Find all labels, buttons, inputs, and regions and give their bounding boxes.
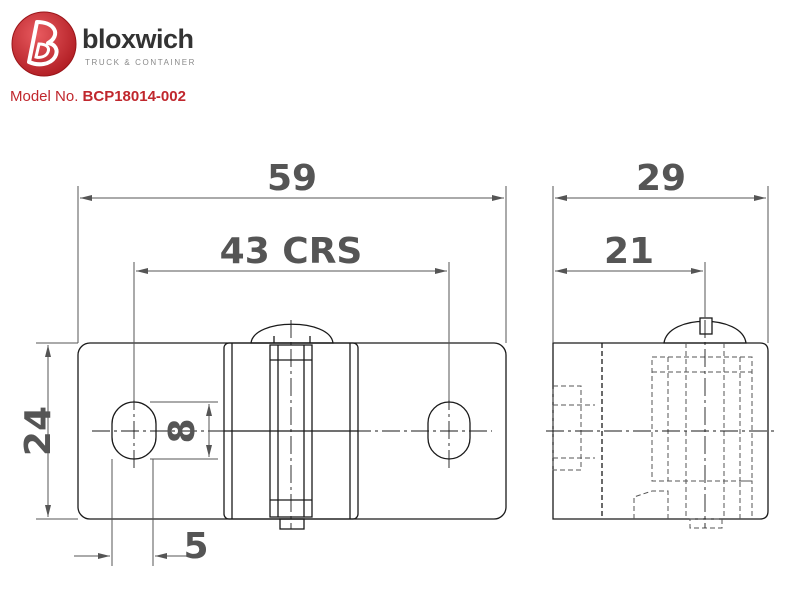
side-body-outline	[552, 342, 769, 520]
dim-height: 24	[18, 406, 59, 456]
dim-overall-length: 59	[267, 158, 317, 199]
dim-slot-height: 8	[162, 418, 203, 443]
model-label: Model No.	[10, 88, 79, 105]
b-letter-circle-icon	[11, 11, 77, 77]
side-view	[552, 317, 769, 520]
brand-tagline: TRUCK & CONTAINER	[85, 58, 197, 67]
dim-side-width: 29	[636, 158, 686, 199]
dim-slot-width: 5	[183, 526, 208, 567]
front-view	[77, 323, 507, 530]
dim-centres: 43 CRS	[220, 231, 363, 272]
dim-side-offset: 21	[604, 231, 654, 272]
model-number: Model No. BCP18014-002	[10, 88, 186, 105]
side-dimensions	[552, 186, 769, 343]
bolt-head	[250, 323, 334, 344]
model-value: BCP18014-002	[82, 88, 186, 105]
brand-logo: bloxwich TRUCK & CONTAINER	[10, 10, 230, 85]
brand-name: bloxwich	[82, 24, 194, 54]
front-dimensions	[36, 186, 507, 566]
